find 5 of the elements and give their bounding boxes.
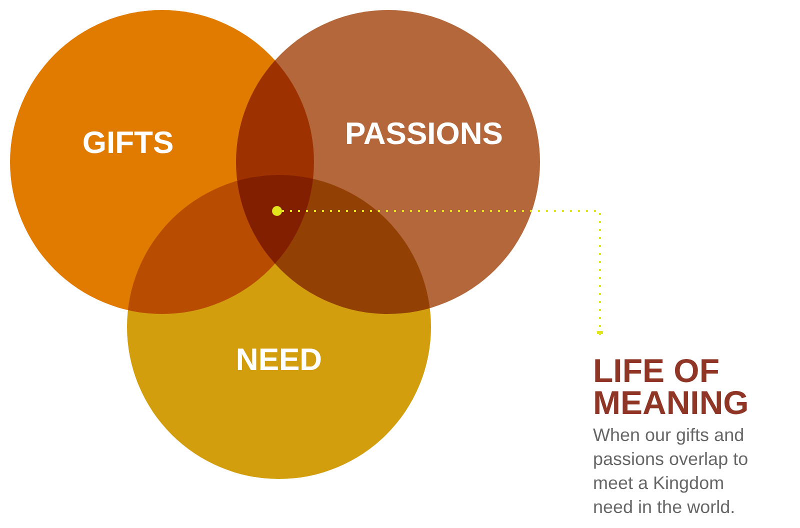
callout-text: When our gifts and passions overlap to meet a Kingdom need in the world.	[593, 424, 750, 519]
callout-heading: LIFE OF MEANING	[593, 355, 750, 419]
circle-label: GIFTS	[82, 125, 174, 161]
circle-label: PASSIONS	[345, 116, 503, 152]
circle-label: NEED	[236, 342, 322, 378]
